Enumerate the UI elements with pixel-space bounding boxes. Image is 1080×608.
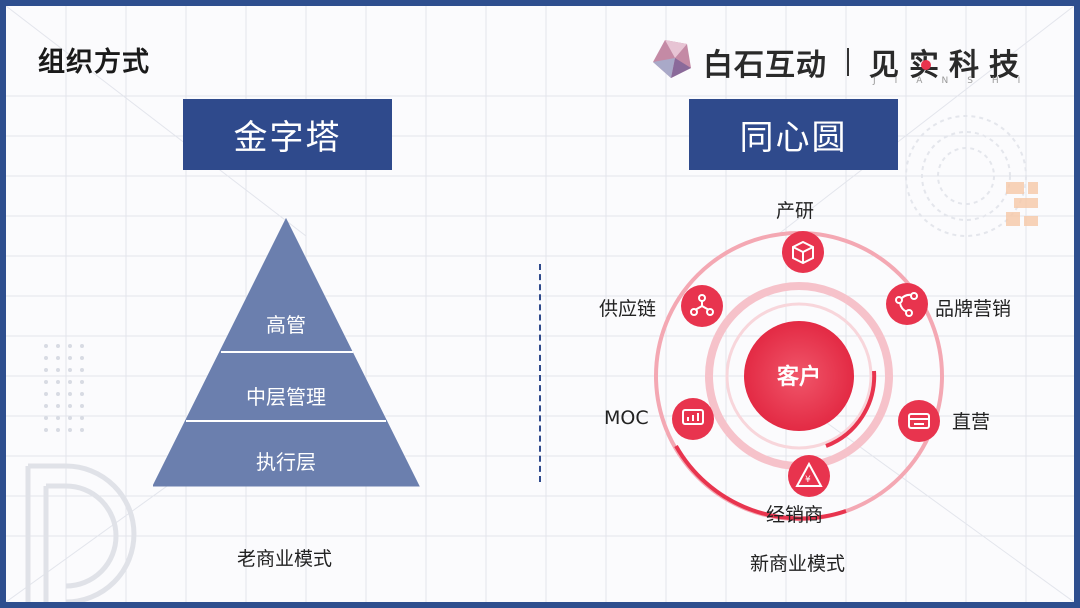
slide-frame: 组织方式 白石互动 见实科技 JIANSHI 金字塔 高管 中层管理 执行层 老… [6, 6, 1074, 602]
decorative-blocks-icon [1006, 182, 1038, 226]
monitor-icon [682, 409, 704, 425]
logo-cube-icon [653, 40, 691, 78]
brand-divider [847, 48, 849, 76]
left-caption: 老商业模式 [237, 548, 333, 570]
label-distributor: 经销商 [766, 504, 824, 526]
brand-name-left: 白石互动 [703, 48, 827, 83]
customer-circle [744, 321, 854, 431]
brand-subtitle: JIANSHI [873, 76, 1040, 86]
label-moc: MOC [604, 407, 649, 429]
pyramid-diagram [153, 217, 420, 487]
pyramid-level-bottom: 执行层 [256, 450, 316, 474]
inner-ring [725, 302, 873, 450]
cube-icon [792, 240, 814, 265]
share-icon [895, 292, 918, 317]
price-tag-icon: ¥ [795, 461, 823, 487]
page-title: 组织方式 [38, 47, 150, 78]
label-brand-marketing: 品牌营销 [935, 298, 1012, 320]
node-rd [782, 231, 824, 273]
customer-label: 客户 [777, 364, 821, 390]
brand-red-dot-icon [921, 60, 931, 70]
center-divider [539, 264, 541, 482]
label-supply-chain: 供应链 [599, 298, 657, 320]
node-moc [672, 398, 714, 440]
node-direct-sales [898, 400, 940, 442]
label-direct-sales: 直营 [952, 411, 991, 433]
node-distributor: ¥ [788, 455, 830, 497]
node-brand-marketing [886, 283, 928, 325]
pyramid-header: 金字塔 [183, 99, 392, 170]
pyramid-level-top: 高管 [266, 313, 306, 337]
right-caption: 新商业模式 [750, 553, 846, 575]
brand-name-right: 见实科技 [869, 48, 1029, 83]
network-icon [690, 294, 714, 316]
concentric-diagram: 客户 [654, 231, 944, 521]
svg-text:¥: ¥ [805, 475, 811, 485]
node-supply-chain [681, 285, 723, 327]
pyramid-level-middle: 中层管理 [246, 385, 326, 409]
outer-ring-accent [674, 445, 847, 521]
circle-header: 同心圆 [689, 99, 898, 170]
inner-ring-accent [825, 370, 877, 448]
store-icon [908, 413, 930, 429]
label-rd: 产研 [776, 200, 815, 222]
